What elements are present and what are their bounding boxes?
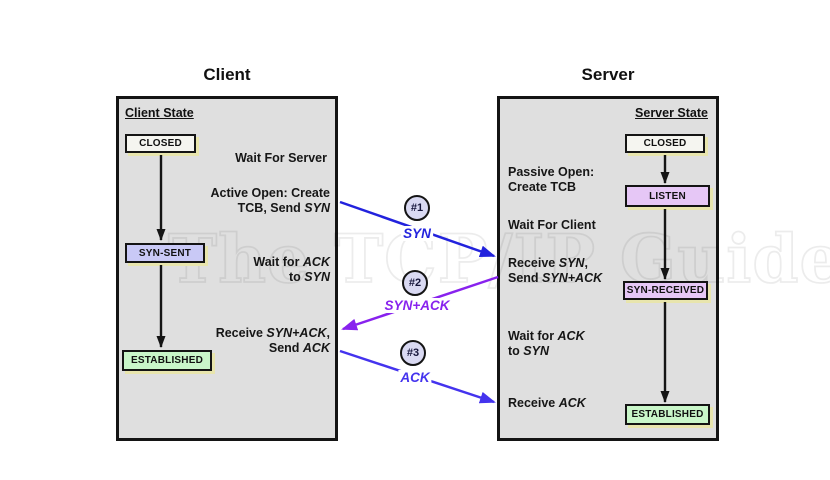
msg2-label: SYN+ACK xyxy=(382,298,452,313)
ann-passive-open: Passive Open:Create TCB xyxy=(508,165,595,194)
state-closed-client: CLOSED xyxy=(125,134,196,153)
server-panel xyxy=(497,96,719,441)
msg1-label: SYN xyxy=(401,226,433,241)
ann-wait-for-server: Wait For Server xyxy=(235,151,327,165)
msg3-circle: #3 xyxy=(400,340,426,366)
client-state-header: Client State xyxy=(125,106,194,120)
ann-receive-synack: Receive SYN+ACK,Send ACK xyxy=(215,326,330,355)
ann-receive-syn: Receive SYN,Send SYN+ACK xyxy=(508,256,603,285)
client-title: Client xyxy=(203,65,251,84)
ann-wait-for-client: Wait For Client xyxy=(508,218,596,232)
msg1-circle: #1 xyxy=(404,195,430,221)
client-panel xyxy=(116,96,338,441)
state-established-client: ESTABLISHED xyxy=(122,350,212,371)
state-syn-received: SYN-RECEIVED xyxy=(623,281,708,300)
server-title: Server xyxy=(581,65,635,84)
state-closed-server: CLOSED xyxy=(625,134,705,153)
state-listen: LISTEN xyxy=(625,185,710,207)
server-state-header: Server State xyxy=(635,106,708,120)
watermark: The TCP/IP Guide xyxy=(167,219,830,299)
msg3-label: ACK xyxy=(398,370,432,385)
state-syn-sent: SYN-SENT xyxy=(125,243,205,263)
ann-receive-ack: Receive ACK xyxy=(508,396,586,410)
state-established-server: ESTABLISHED xyxy=(625,404,710,425)
msg2-circle: #2 xyxy=(402,270,428,296)
